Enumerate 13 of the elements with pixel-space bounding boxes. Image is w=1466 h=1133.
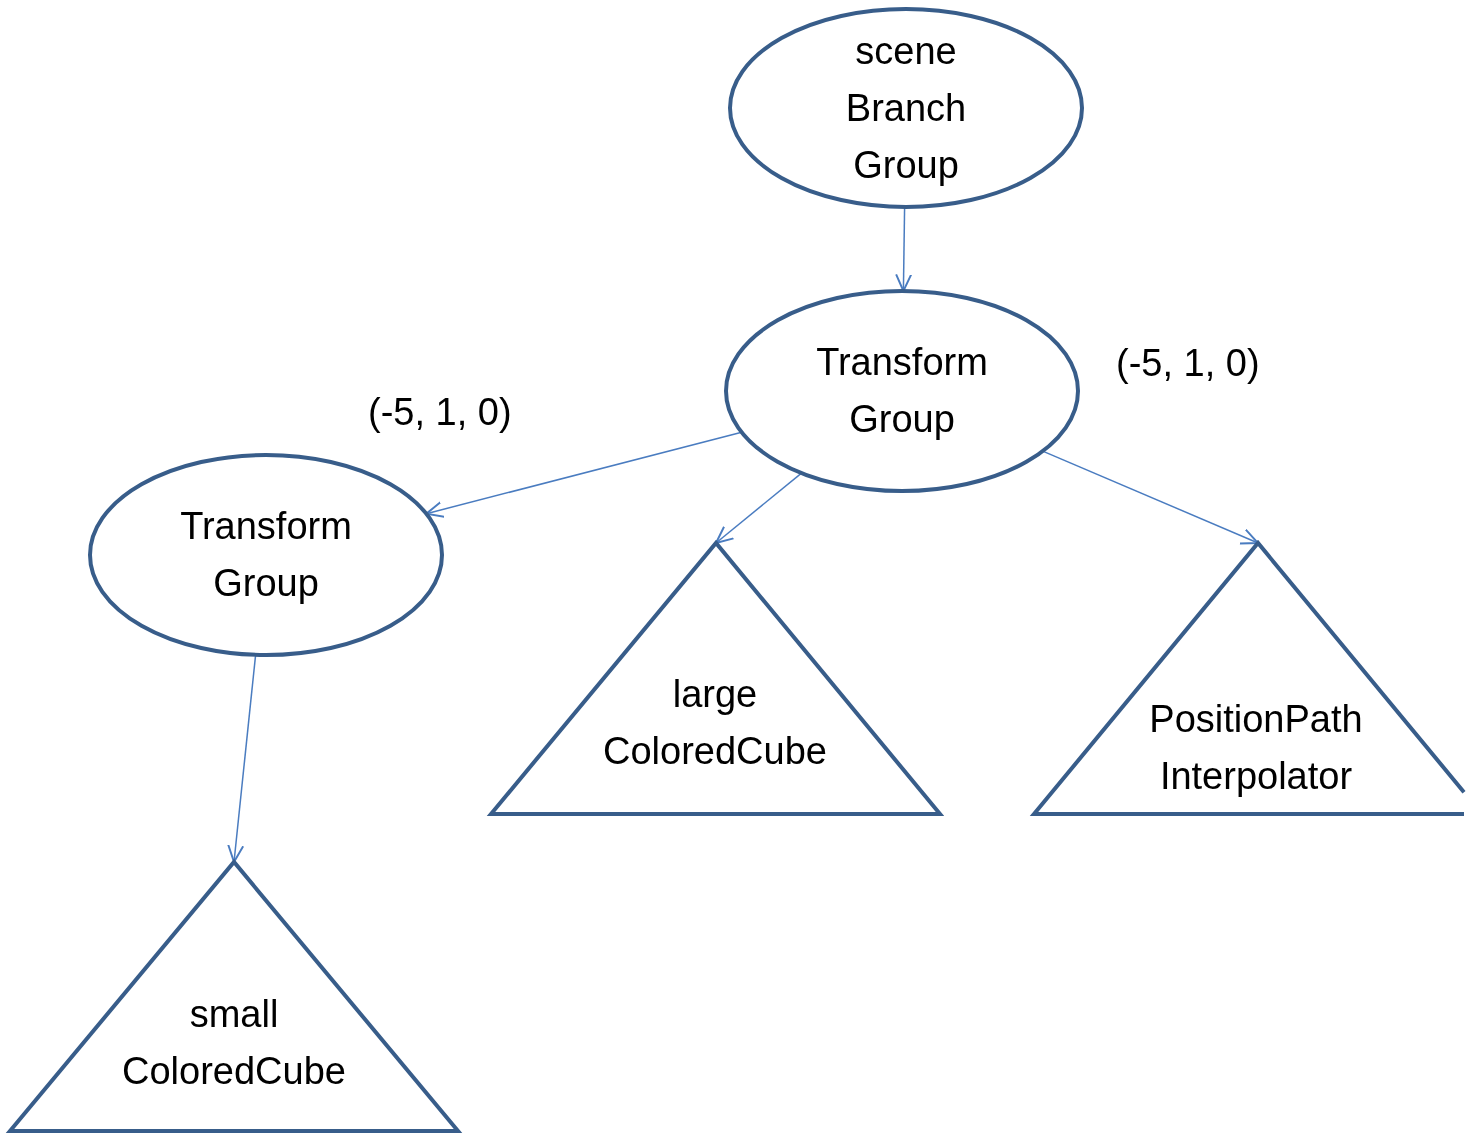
- node-label: Transform Group: [179, 504, 353, 606]
- arrow: [715, 472, 803, 544]
- node-label: small ColoredCube: [121, 992, 347, 1094]
- node-label: Transform Group: [815, 340, 989, 442]
- arrow: [227, 654, 257, 863]
- node-label: scene Branch Group: [844, 28, 968, 188]
- node-label: PositionPath Interpolator: [1148, 697, 1364, 799]
- arrow: [425, 431, 743, 518]
- coordinate-label: (-5, 1, 0): [1116, 341, 1260, 385]
- coordinate-label: (-5, 1, 0): [368, 390, 512, 434]
- arrow: [1041, 450, 1259, 545]
- arrow: [895, 206, 913, 292]
- node-label: large ColoredCube: [602, 672, 828, 774]
